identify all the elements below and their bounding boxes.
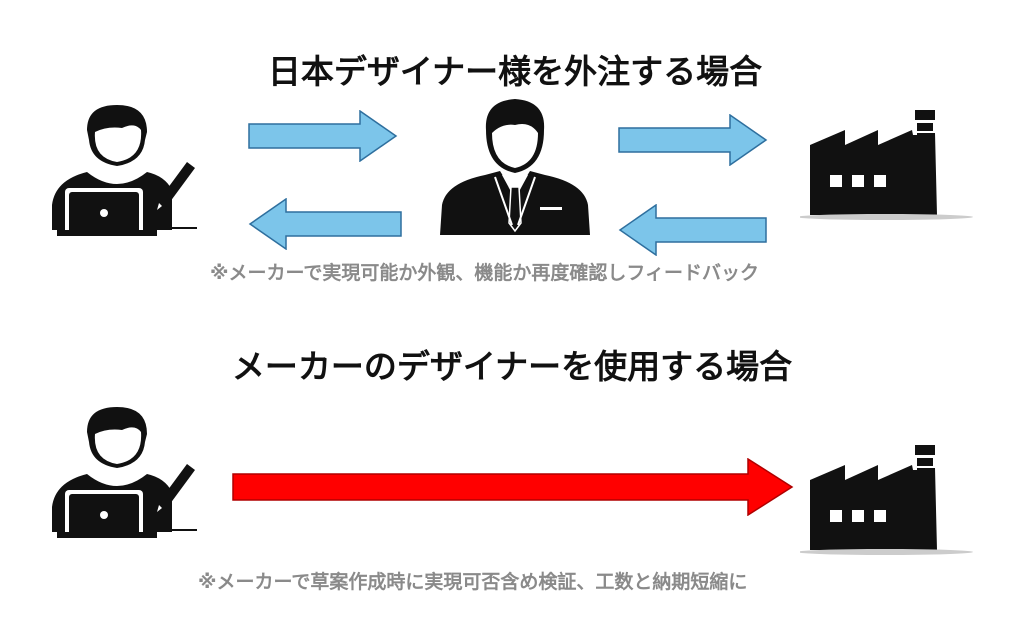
designer-icon: [42, 402, 202, 542]
designer-icon: [42, 100, 202, 240]
section2-note: ※メーカーで草案作成時に実現可否含め検証、工数と納期短縮に: [198, 571, 748, 593]
arrow-right-agent-to-factory: [618, 114, 768, 166]
businessman-icon: [440, 95, 590, 235]
section1-title: 日本デザイナー様を外注する場合: [267, 52, 763, 91]
arrow-right-designer-to-factory: [232, 458, 794, 516]
factory-icon: [800, 105, 975, 220]
section2-title: メーカーのデザイナーを使用する場合: [231, 347, 793, 386]
factory-icon: [800, 440, 975, 555]
arrow-left-factory-to-agent: [618, 204, 767, 256]
section1-note: ※メーカーで実現可能か外観、機能か再度確認しフィードバック: [210, 262, 759, 284]
arrow-right-designer-to-agent: [248, 110, 398, 162]
arrow-left-agent-to-designer: [248, 198, 402, 250]
